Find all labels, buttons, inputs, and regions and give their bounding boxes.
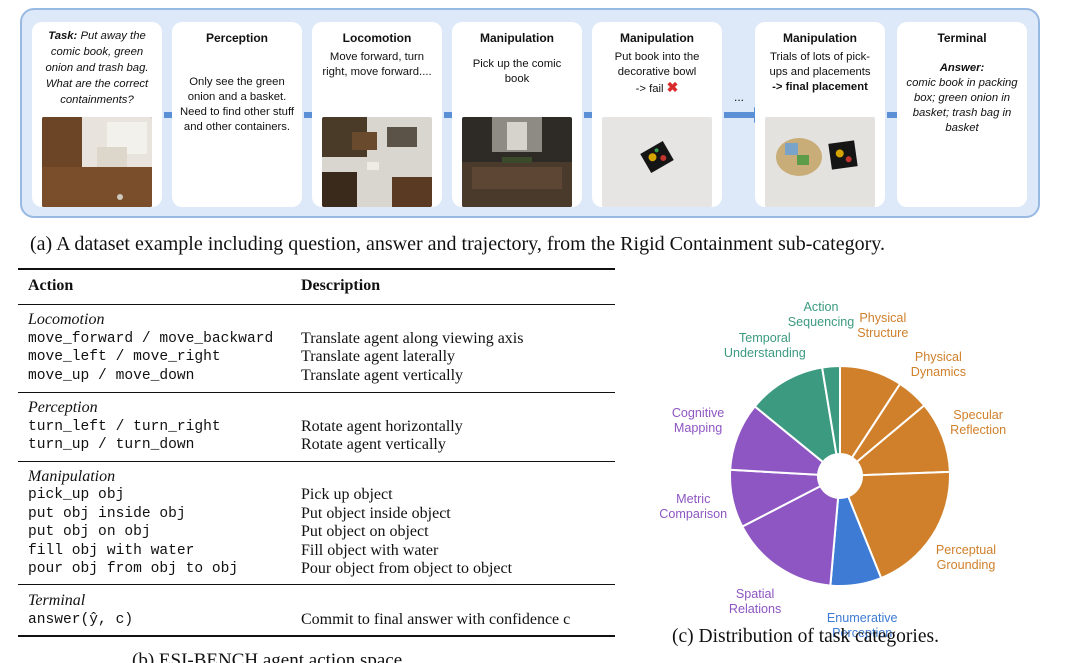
table-bottom-rule <box>18 635 615 637</box>
group-manipulation: Manipulation <box>28 468 116 485</box>
manipulation-title: Manipulation <box>783 31 857 45</box>
action-cell: turn_left / turn_right <box>28 419 221 435</box>
fail-text: -> fail <box>635 83 664 95</box>
group-rule <box>18 461 615 462</box>
answer-label: Answer: <box>939 62 985 74</box>
caption-a: (a) A dataset example including question… <box>30 233 885 255</box>
description-cell: Translate agent laterally <box>301 348 456 365</box>
task-label: Task: <box>48 30 78 42</box>
flow-arrow <box>724 107 764 123</box>
trajectory-panel: Task: Put away the comic book, green oni… <box>20 8 1040 218</box>
description-cell: Commit to final answer with confidence c <box>301 611 571 628</box>
terminal-answer: Answer: comic book in packing box; green… <box>897 61 1027 136</box>
trials-text: Trials of lots of pick-ups and placement… <box>769 51 871 78</box>
task-question: Task: Put away the comic book, green oni… <box>32 22 162 108</box>
header-rule <box>18 304 615 305</box>
description-cell: Put object inside object <box>301 505 451 522</box>
bowl-attempt-text: Put book into the decorative bowl <box>614 51 700 78</box>
description-cell: Put object on object <box>301 523 429 540</box>
description-cell: Rotate agent vertically <box>301 436 446 453</box>
description-cell: Rotate agent horizontally <box>301 418 463 435</box>
manipulation-title: Manipulation <box>480 31 554 45</box>
manipulation-title: Manipulation <box>620 31 694 45</box>
description-cell: Fill object with water <box>301 542 439 559</box>
pie-slice-temporal-understanding <box>753 366 838 464</box>
final-placement-text: -> final placement <box>772 81 868 93</box>
locomotion-card: Locomotion Move forward, turn right, mov… <box>312 22 442 207</box>
locomotion-title: Locomotion <box>342 31 412 45</box>
pie-slice-specular-reflection <box>855 403 951 477</box>
perception-title: Perception <box>205 31 268 45</box>
perception-card: Perception Only see the green onion and … <box>172 22 302 207</box>
pie-slice-perceptual-grounding <box>846 470 951 580</box>
description-cell: Pick up object <box>301 486 393 503</box>
manipulation-pickup-text: Pick up the comic book <box>472 58 562 85</box>
manipulation-card-fail: Manipulation Put book into the decorativ… <box>592 22 722 207</box>
description-cell: Translate agent vertically <box>301 367 464 384</box>
task-text: Put away the comic book, green onion and… <box>45 30 149 106</box>
ellipsis: ... <box>734 90 745 104</box>
comic-book-image <box>602 117 712 207</box>
caption-c: (c) Distribution of task categories. <box>672 626 939 647</box>
perception-text: Only see the green onion and a basket. N… <box>179 76 295 133</box>
group-locomotion: Locomotion <box>28 311 105 328</box>
description-cell: Translate agent along viewing axis <box>301 330 524 347</box>
action-cell: move_left / move_right <box>28 349 221 365</box>
group-perception: Perception <box>28 399 98 416</box>
group-terminal: Terminal <box>28 592 86 609</box>
caption-b: (b) ESI-BENCH agent action space. <box>132 650 407 663</box>
task-card: Task: Put away the comic book, green oni… <box>32 22 162 207</box>
action-cell: put obj on obj <box>28 524 151 540</box>
header-action: Action <box>28 277 74 294</box>
terminal-title: Terminal <box>937 31 987 45</box>
action-cell: fill obj with water <box>28 543 195 559</box>
manipulation-card-final: Manipulation Trials of lots of pick-ups … <box>755 22 885 207</box>
action-cell: move_up / move_down <box>28 368 195 384</box>
living-room-image <box>462 117 572 207</box>
group-rule <box>18 584 615 585</box>
action-cell: put obj inside obj <box>28 506 186 522</box>
description-cell: Pour object from object to object <box>301 560 513 577</box>
manipulation-fail-text: Put book into the decorative bowl -> fai… <box>592 50 722 97</box>
answer-text: comic book in packing box; green onion i… <box>906 77 1018 134</box>
fail-line: -> fail ✖ <box>599 80 715 97</box>
fail-x-icon: ✖ <box>666 79 679 95</box>
pie-slice-action-sequencing <box>820 364 841 456</box>
terminal-card: Terminal Answer: comic book in packing b… <box>897 22 1027 207</box>
action-cell: pour obj from obj to obj <box>28 561 239 577</box>
locomotion-room-image <box>322 117 432 207</box>
pie-slice-spatial-relations <box>740 484 840 587</box>
locomotion-text: Move forward, turn right, move forward..… <box>322 51 432 78</box>
manipulation-card-pickup: Manipulation Pick up the comic book <box>452 22 582 207</box>
final-placement-image <box>765 117 875 207</box>
action-cell: turn_up / turn_down <box>28 437 195 453</box>
task-category-pie <box>729 364 951 587</box>
group-rule <box>18 392 615 393</box>
manipulation-final-text: Trials of lots of pick-ups and placement… <box>755 50 885 95</box>
action-cell: pick_up obj <box>28 487 125 503</box>
header-description: Description <box>301 277 381 294</box>
action-cell: move_forward / move_backward <box>28 331 274 347</box>
action-cell: answer(ŷ, c) <box>28 612 134 628</box>
task-room-image <box>42 117 152 207</box>
table-top-rule <box>18 268 615 270</box>
